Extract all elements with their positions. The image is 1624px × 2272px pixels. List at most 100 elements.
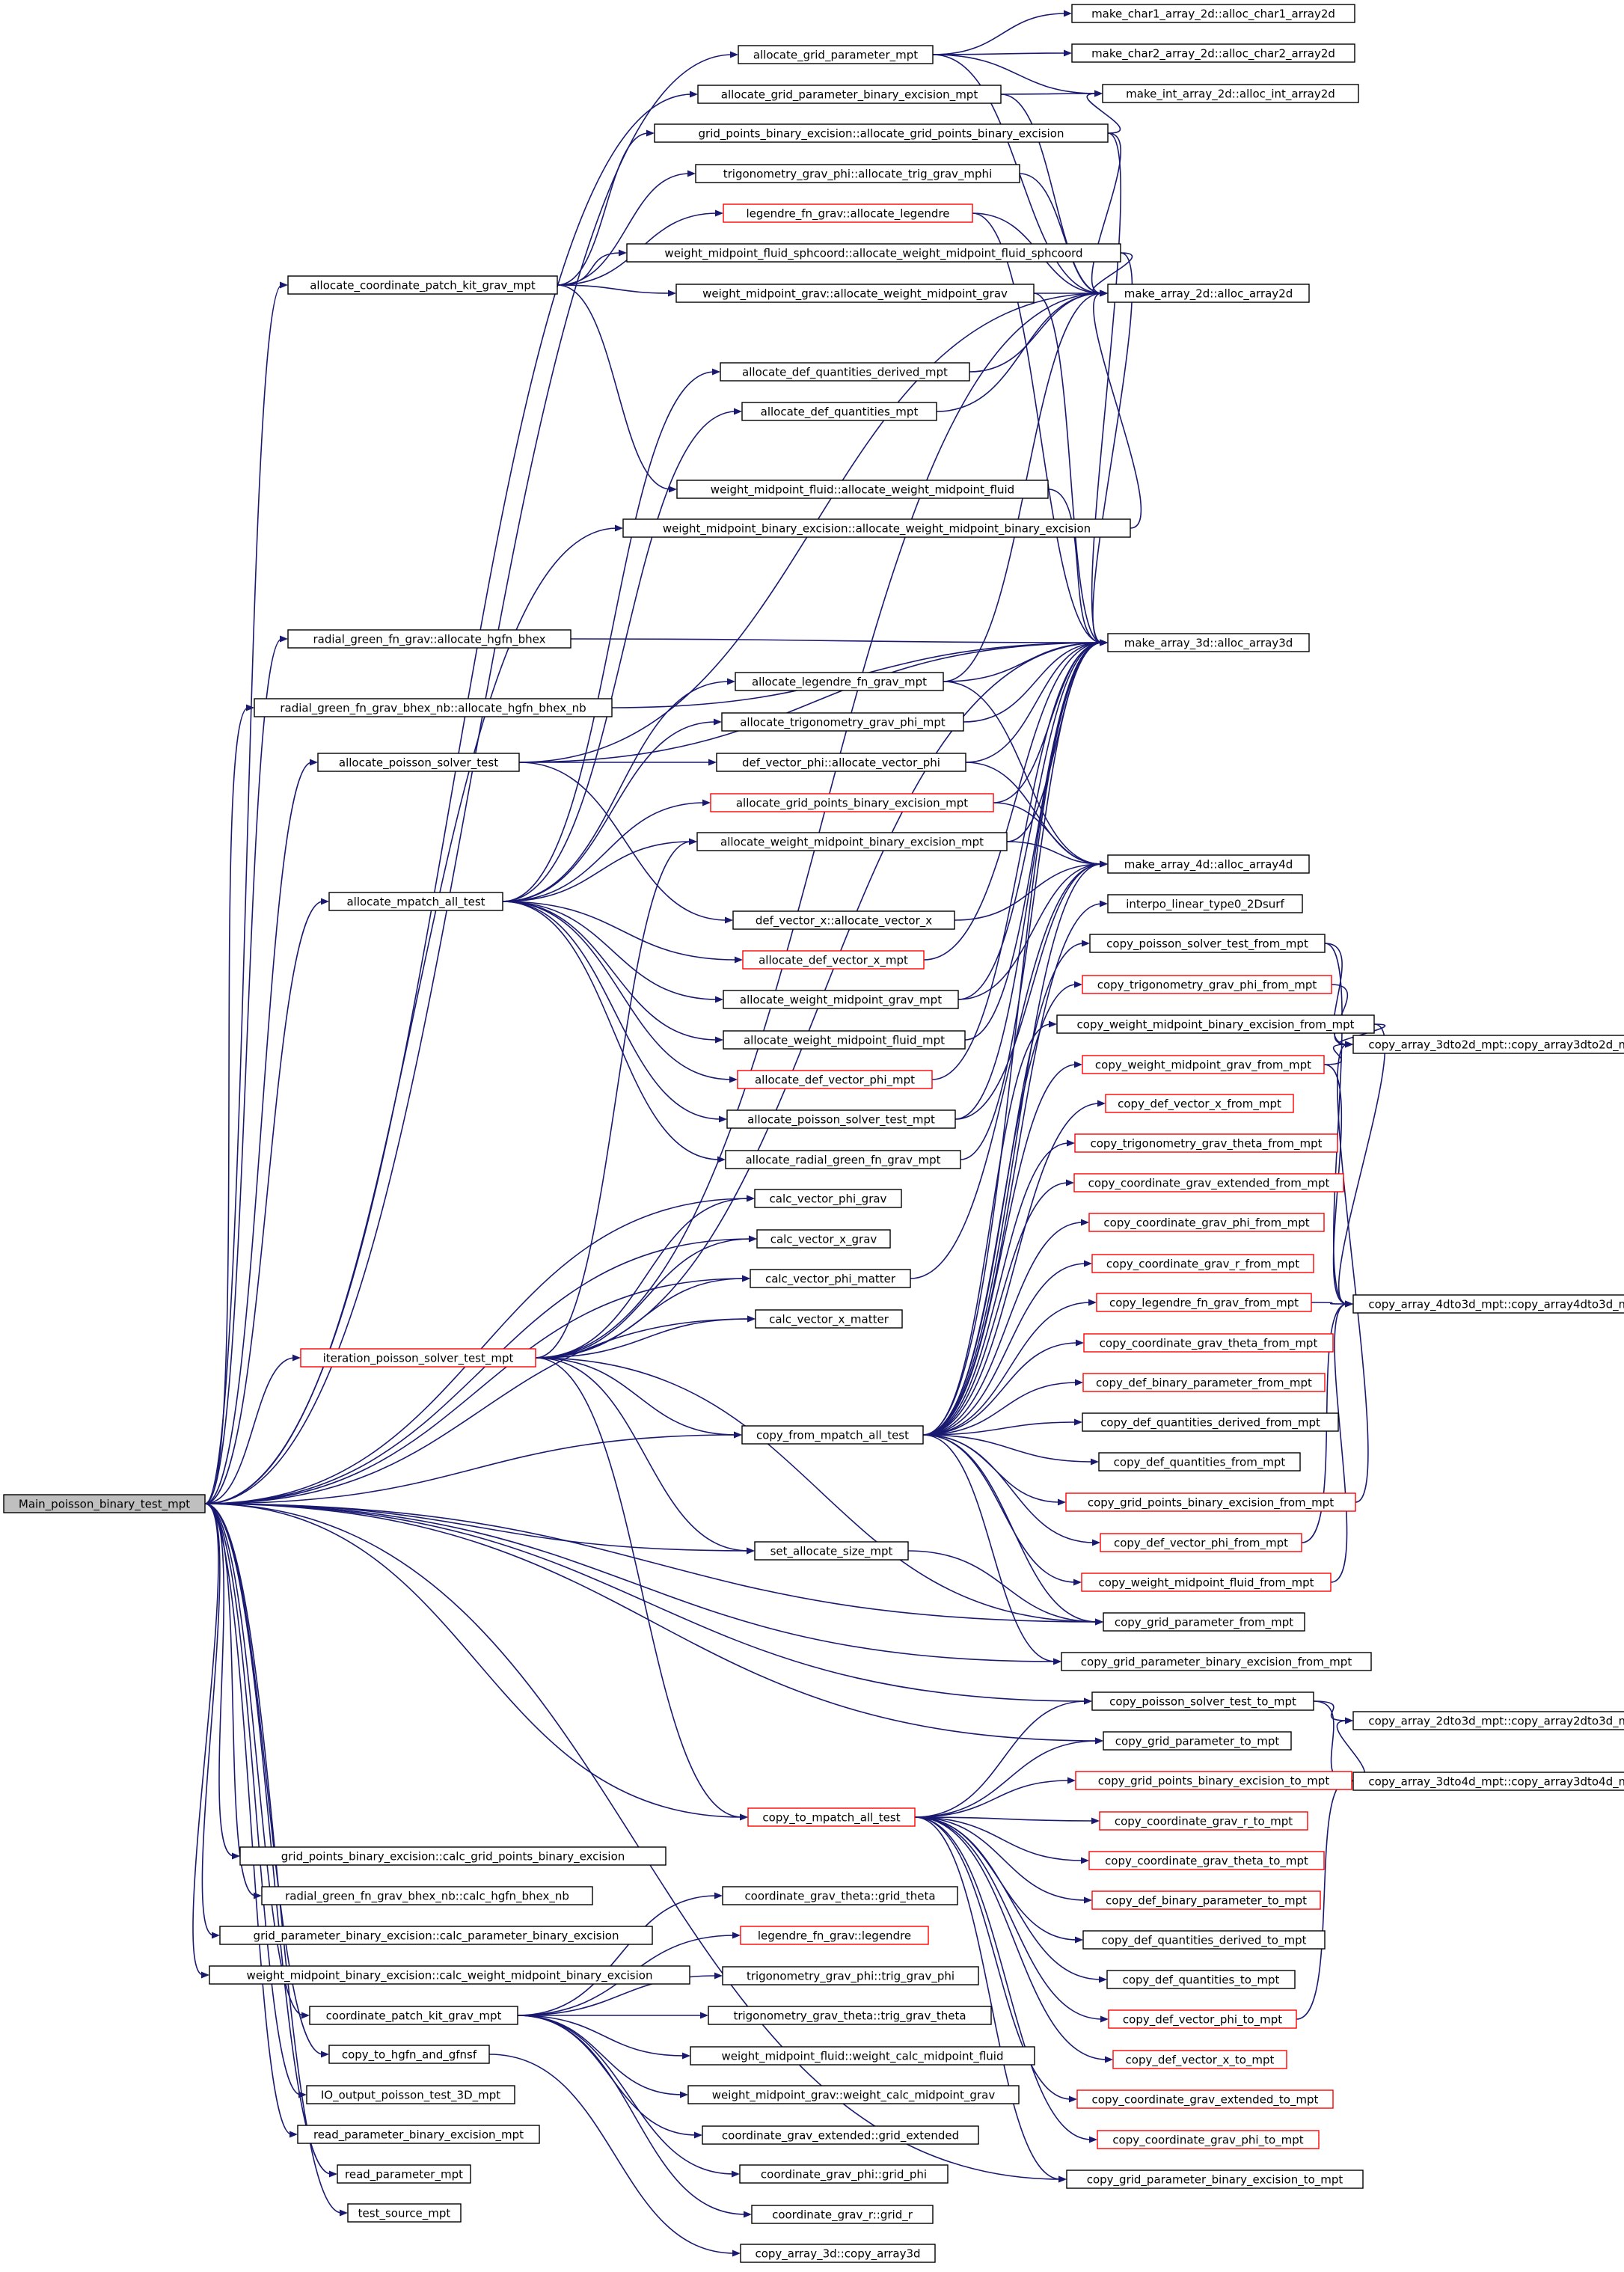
graph-node-n57[interactable]: make_char1_array_2d::alloc_char1_array2d (1071, 4, 1355, 23)
graph-node-n86[interactable]: copy_coordinate_grav_r_to_mpt (1099, 1811, 1308, 1831)
graph-node-n80[interactable]: copy_weight_midpoint_fluid_from_mpt (1081, 1573, 1332, 1592)
graph-node-n10[interactable]: allocate_def_quantities_mpt (741, 402, 937, 421)
graph-node-n40[interactable]: weight_midpoint_binary_excision::calc_we… (209, 1965, 690, 1985)
graph-node-n20[interactable]: allocate_weight_midpoint_binary_excision… (696, 832, 1008, 851)
graph-node-n18[interactable]: def_vector_phi::allocate_vector_phi (716, 753, 966, 772)
graph-node-n1[interactable]: allocate_grid_parameter_mpt (738, 45, 934, 64)
graph-node-n49[interactable]: trigonometry_grav_phi::trig_grav_phi (722, 1966, 979, 1985)
graph-node-n46[interactable]: test_source_mpt (347, 2203, 462, 2223)
graph-node-n67[interactable]: copy_weight_midpoint_grav_from_mpt (1082, 1055, 1325, 1074)
graph-node-n15[interactable]: radial_green_fn_grav_bhex_nb::allocate_h… (254, 698, 613, 717)
graph-node-n38[interactable]: radial_green_fn_grav_bhex_nb::calc_hgfn_… (261, 1886, 593, 1905)
graph-node-n21[interactable]: allocate_mpatch_all_test (328, 892, 503, 911)
graph-node-n85[interactable]: copy_grid_points_binary_excision_to_mpt (1075, 1771, 1352, 1790)
graph-node-n98[interactable]: copy_array_2dto3d_mpt::copy_array2dto3d_… (1352, 1711, 1624, 1730)
graph-node-n53[interactable]: coordinate_grav_extended::grid_extended (702, 2125, 979, 2145)
graph-node-n90[interactable]: copy_def_quantities_to_mpt (1106, 1970, 1296, 1989)
graph-node-n62[interactable]: make_array_4d::alloc_array4d (1107, 854, 1310, 874)
graph-node-n13[interactable]: radial_green_fn_grav::allocate_hgfn_bhex (287, 629, 572, 649)
graph-node-n7[interactable]: allocate_coordinate_patch_kit_grav_mpt (287, 275, 558, 295)
graph-node-n78[interactable]: copy_grid_points_binary_excision_from_mp… (1065, 1492, 1356, 1512)
graph-node-n26[interactable]: allocate_def_vector_phi_mpt (737, 1070, 933, 1089)
graph-node-n8[interactable]: weight_midpoint_grav::allocate_weight_mi… (675, 284, 1035, 303)
graph-node-n97[interactable]: copy_array_4dto3d_mpt::copy_array4dto3d_… (1352, 1294, 1624, 1314)
graph-node-n4[interactable]: trigonometry_grav_phi::allocate_trig_gra… (695, 164, 1020, 183)
graph-node-n2[interactable]: allocate_grid_parameter_binary_excision_… (697, 85, 1002, 104)
graph-node-n92[interactable]: copy_def_vector_x_to_mpt (1112, 2050, 1287, 2069)
graph-node-n87[interactable]: copy_coordinate_grav_theta_to_mpt (1088, 1851, 1325, 1870)
graph-node-n54[interactable]: coordinate_grav_phi::grid_phi (739, 2164, 949, 2184)
graph-node-n48[interactable]: legendre_fn_grav::legendre (740, 1926, 929, 1945)
graph-node-n27[interactable]: allocate_poisson_solver_test_mpt (726, 1109, 956, 1129)
graph-node-n31[interactable]: calc_vector_phi_matter (750, 1269, 911, 1288)
graph-node-n9[interactable]: allocate_def_quantities_derived_mpt (720, 362, 970, 382)
graph-node-n6[interactable]: weight_midpoint_fluid_sphcoord::allocate… (626, 243, 1121, 263)
graph-node-n69[interactable]: copy_trigonometry_grav_theta_from_mpt (1074, 1133, 1338, 1153)
graph-node-n84[interactable]: copy_grid_parameter_to_mpt (1103, 1731, 1292, 1751)
graph-node-n74[interactable]: copy_coordinate_grav_theta_from_mpt (1083, 1333, 1334, 1353)
graph-node-n59[interactable]: make_int_array_2d::alloc_int_array2d (1102, 84, 1359, 103)
graph-node-n75[interactable]: copy_def_binary_parameter_from_mpt (1082, 1373, 1326, 1392)
graph-node-n60[interactable]: make_array_2d::alloc_array2d (1107, 284, 1310, 303)
graph-node-n23[interactable]: allocate_def_vector_x_mpt (742, 950, 925, 970)
graph-node-n47[interactable]: coordinate_grav_theta::grid_theta (722, 1886, 958, 1905)
graph-node-n12[interactable]: weight_midpoint_binary_excision::allocat… (622, 518, 1131, 538)
graph-node-n83[interactable]: copy_poisson_solver_test_to_mpt (1091, 1691, 1314, 1711)
graph-node-n3[interactable]: grid_points_binary_excision::allocate_gr… (654, 123, 1109, 143)
graph-node-n65[interactable]: copy_trigonometry_grav_phi_from_mpt (1082, 975, 1332, 994)
graph-node-n25[interactable]: allocate_weight_midpoint_fluid_mpt (723, 1030, 966, 1050)
graph-node-n34[interactable]: copy_from_mpatch_all_test (741, 1425, 924, 1445)
graph-node-n41[interactable]: coordinate_patch_kit_grav_mpt (309, 2006, 518, 2025)
graph-node-n63[interactable]: interpo_linear_type0_2Dsurf (1107, 894, 1303, 913)
graph-node-n93[interactable]: copy_coordinate_grav_extended_to_mpt (1076, 2089, 1334, 2109)
graph-node-n22[interactable]: def_vector_x::allocate_vector_x (732, 910, 955, 930)
graph-node-n77[interactable]: copy_def_quantities_from_mpt (1098, 1452, 1301, 1472)
graph-node-n81[interactable]: copy_grid_parameter_from_mpt (1103, 1612, 1305, 1632)
graph-node-n35[interactable]: set_allocate_size_mpt (754, 1541, 909, 1561)
graph-node-n76[interactable]: copy_def_quantities_derived_from_mpt (1082, 1412, 1339, 1432)
graph-node-n14[interactable]: allocate_legendre_fn_grav_mpt (735, 672, 944, 691)
graph-node-n73[interactable]: copy_legendre_fn_grav_from_mpt (1096, 1293, 1312, 1312)
graph-node-n55[interactable]: coordinate_grav_r::grid_r (751, 2205, 934, 2224)
graph-node-n44[interactable]: read_parameter_binary_excision_mpt (297, 2125, 540, 2144)
graph-node-n88[interactable]: copy_def_binary_parameter_to_mpt (1091, 1890, 1321, 1910)
graph-node-n79[interactable]: copy_def_vector_phi_from_mpt (1100, 1533, 1302, 1552)
graph-node-root[interactable]: Main_poisson_binary_test_mpt (3, 1494, 206, 1513)
graph-node-n95[interactable]: copy_grid_parameter_binary_excision_to_m… (1066, 2170, 1364, 2189)
graph-node-n17[interactable]: allocate_poisson_solver_test (317, 753, 520, 772)
graph-node-n64[interactable]: copy_poisson_solver_test_from_mpt (1089, 934, 1326, 953)
graph-node-n70[interactable]: copy_coordinate_grav_extended_from_mpt (1073, 1173, 1344, 1192)
graph-node-n16[interactable]: allocate_trigonometry_grav_phi_mpt (721, 712, 964, 732)
graph-node-n89[interactable]: copy_def_quantities_derived_to_mpt (1082, 1930, 1326, 1950)
graph-node-n36[interactable]: copy_to_mpatch_all_test (747, 1807, 916, 1827)
graph-node-n19[interactable]: allocate_grid_points_binary_excision_mpt (710, 793, 994, 812)
graph-node-n52[interactable]: weight_midpoint_grav::weight_calc_midpoi… (687, 2085, 1020, 2104)
graph-node-n99[interactable]: copy_array_3dto4d_mpt::copy_array3dto4d_… (1352, 1772, 1624, 1791)
graph-node-n39[interactable]: grid_parameter_binary_excision::calc_par… (219, 1926, 653, 1945)
graph-node-n66[interactable]: copy_weight_midpoint_binary_excision_fro… (1056, 1014, 1375, 1034)
graph-node-n61[interactable]: make_array_3d::alloc_array3d (1107, 633, 1310, 652)
graph-node-n82[interactable]: copy_grid_parameter_binary_excision_from… (1061, 1652, 1372, 1671)
graph-node-n94[interactable]: copy_coordinate_grav_phi_to_mpt (1097, 2130, 1320, 2149)
graph-node-n96[interactable]: copy_array_3dto2d_mpt::copy_array3dto2d_… (1352, 1035, 1624, 1054)
graph-node-n91[interactable]: copy_def_vector_phi_to_mpt (1108, 2009, 1297, 2029)
graph-node-n72[interactable]: copy_coordinate_grav_r_from_mpt (1091, 1254, 1314, 1273)
graph-node-n37[interactable]: grid_points_binary_excision::calc_grid_p… (239, 1846, 667, 1866)
graph-node-n71[interactable]: copy_coordinate_grav_phi_from_mpt (1088, 1213, 1325, 1232)
graph-node-n43[interactable]: IO_output_poisson_test_3D_mpt (306, 2085, 515, 2104)
graph-node-n45[interactable]: read_parameter_mpt (337, 2164, 471, 2184)
graph-node-n56[interactable]: copy_array_3d::copy_array3d (740, 2244, 936, 2263)
graph-node-n32[interactable]: calc_vector_x_matter (755, 1309, 903, 1329)
graph-node-n28[interactable]: allocate_radial_green_fn_grav_mpt (725, 1150, 961, 1169)
graph-node-n50[interactable]: trigonometry_grav_theta::trig_grav_theta (708, 2006, 992, 2025)
graph-node-n51[interactable]: weight_midpoint_fluid::weight_calc_midpo… (690, 2046, 1035, 2066)
graph-node-n58[interactable]: make_char2_array_2d::alloc_char2_array2d (1071, 43, 1355, 63)
graph-node-n24[interactable]: allocate_weight_midpoint_grav_mpt (723, 990, 959, 1009)
graph-node-n30[interactable]: calc_vector_x_grav (756, 1229, 891, 1249)
graph-node-n68[interactable]: copy_def_vector_x_from_mpt (1105, 1094, 1294, 1113)
graph-node-n29[interactable]: calc_vector_phi_grav (754, 1189, 902, 1208)
graph-node-n33[interactable]: iteration_poisson_solver_test_mpt (300, 1348, 536, 1368)
graph-node-n5[interactable]: legendre_fn_grav::allocate_legendre (723, 203, 973, 223)
graph-node-n42[interactable]: copy_to_hgfn_and_gfnsf (328, 2045, 490, 2064)
graph-node-n11[interactable]: weight_midpoint_fluid::allocate_weight_m… (676, 480, 1049, 499)
